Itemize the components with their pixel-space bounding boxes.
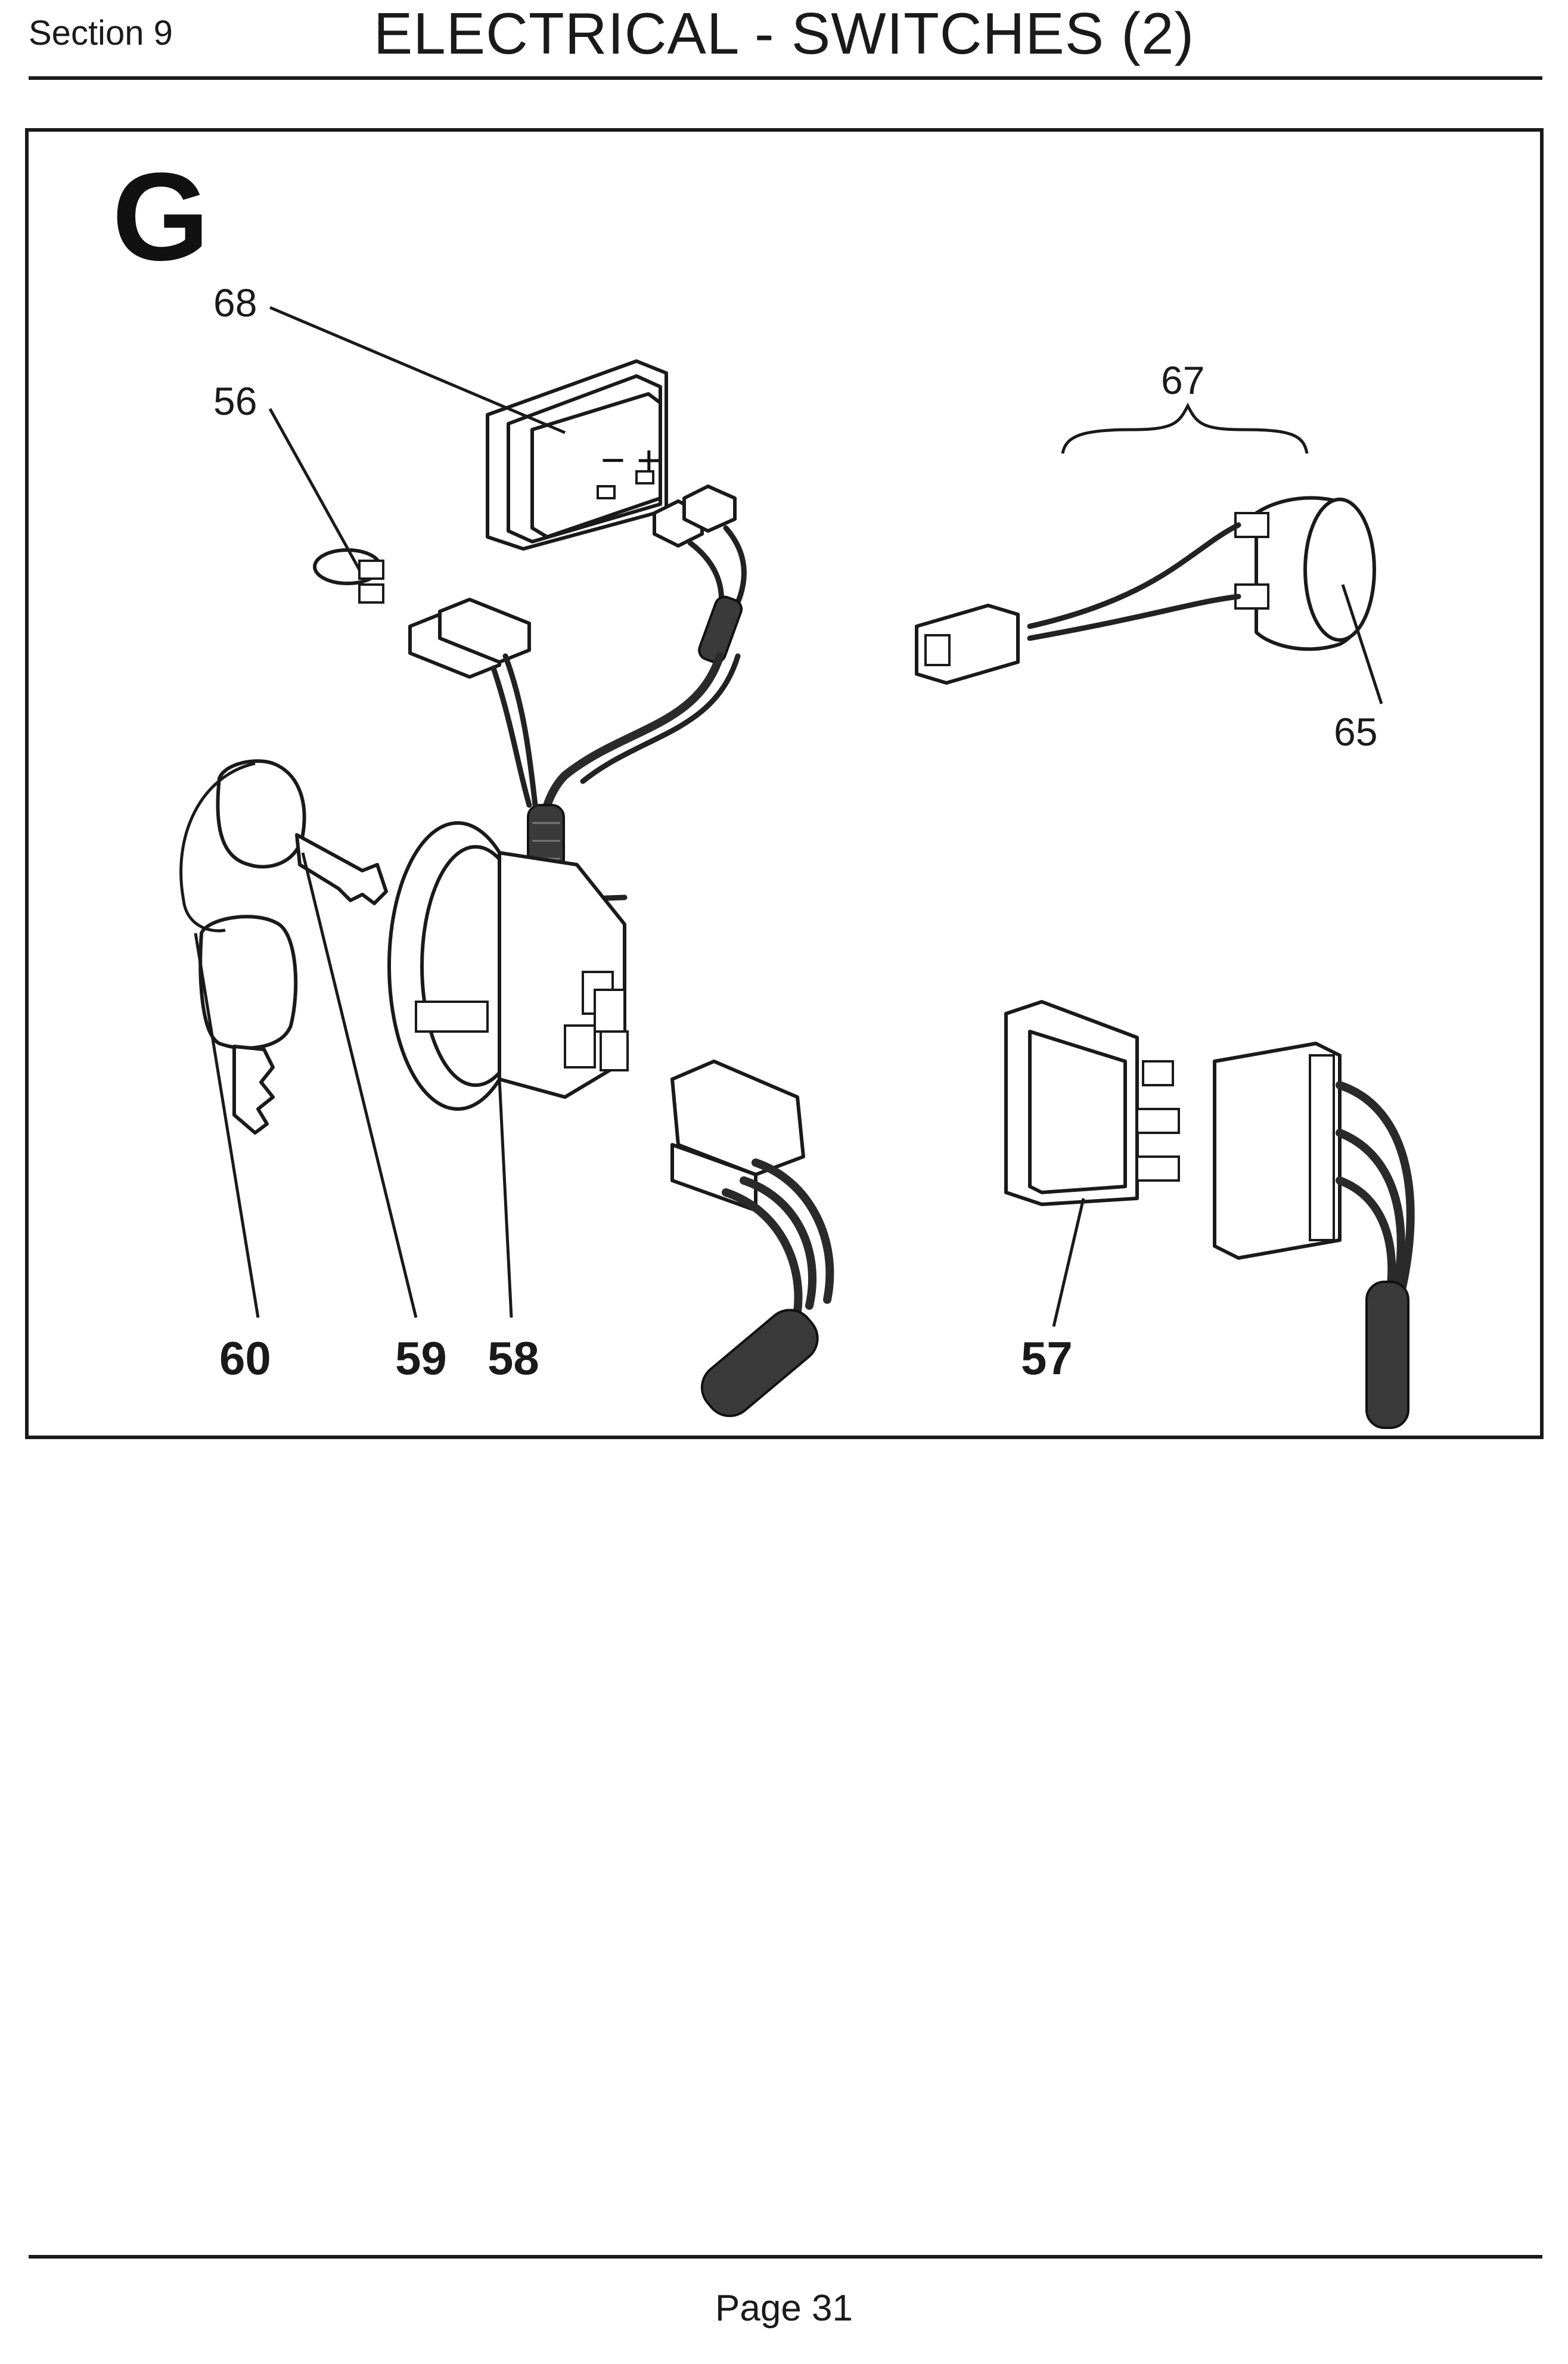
page-number: Page 31: [715, 2288, 853, 2329]
part-59-key: [216, 759, 388, 905]
part-58-connector: [670, 1060, 834, 1417]
callout-57: 57: [1021, 1332, 1073, 1384]
callout-60: 60: [219, 1332, 271, 1384]
page-title: ELECTRICAL - SWITCHES (2): [373, 1, 1195, 66]
section-label: Section 9: [29, 14, 173, 52]
callout-56: 56: [213, 379, 257, 423]
part-57-plug: [1213, 1042, 1415, 1429]
part-56-fuse: [313, 548, 384, 604]
callout-68: 68: [213, 281, 257, 325]
callout-65: 65: [1334, 710, 1377, 754]
part-57-rocker-switch: [1004, 1000, 1180, 1206]
part-67-harness: [915, 522, 1241, 685]
part-58-ignition-switch: [387, 821, 629, 1111]
parts-diagram: G − +: [112, 147, 1415, 1429]
figure-frame: G − +: [25, 128, 1544, 1439]
leader-lines: [194, 306, 1383, 1327]
callout-58: 58: [488, 1332, 539, 1384]
part-60-key: [179, 762, 298, 1135]
part-65-switch: [1234, 496, 1376, 651]
header-rule: [29, 76, 1542, 80]
figure-letter: G: [112, 147, 209, 287]
callout-67: 67: [1161, 358, 1204, 402]
footer-rule: [29, 2255, 1542, 2259]
callout-59: 59: [395, 1332, 447, 1384]
part-68-socket: − +: [486, 359, 668, 551]
